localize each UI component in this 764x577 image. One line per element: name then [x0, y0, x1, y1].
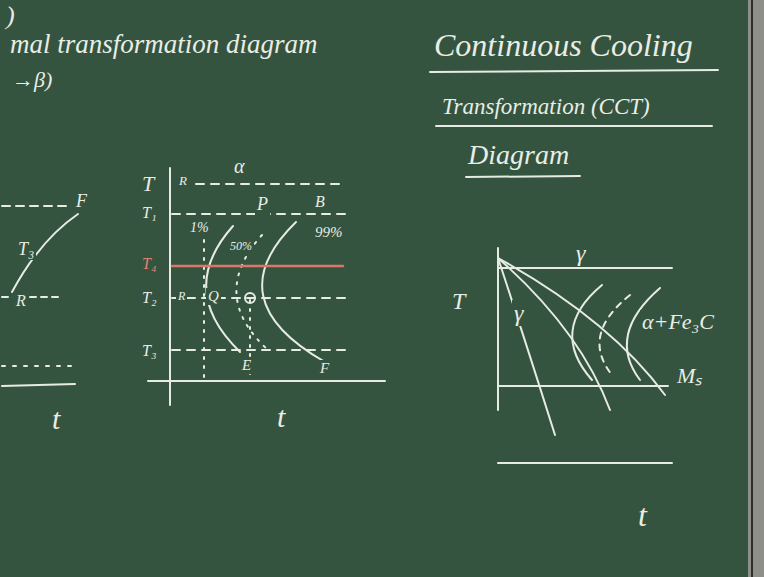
heading-fragment: mal transformation diagram [8, 30, 320, 60]
cut-text: ) [4, 2, 17, 31]
frame-edge [751, 0, 753, 577]
marked-point [245, 293, 255, 303]
time-axis [498, 462, 672, 464]
temperature-label: R [177, 174, 189, 188]
red-line [172, 265, 343, 268]
percent-label: 99% [313, 224, 345, 241]
dashed-line [2, 296, 12, 298]
temperature-label: T₄ [140, 255, 158, 273]
cct-title: Diagram [466, 140, 571, 171]
finish-curve [262, 222, 325, 362]
point-label: Q [206, 288, 221, 305]
time-axis [148, 380, 385, 382]
dashed-line [172, 297, 345, 299]
dashed-line [172, 349, 345, 351]
point-label: R [176, 290, 187, 303]
time-axis [2, 384, 75, 386]
axis-label: t [636, 498, 649, 533]
axis-label: T [140, 172, 156, 196]
phase-label: γ [574, 240, 587, 266]
point-label: B [313, 193, 327, 211]
point-label: P [255, 195, 270, 215]
temperature-label: T₁ [140, 204, 158, 222]
dashed-line [2, 205, 70, 207]
temperature-axis [169, 168, 171, 405]
dashed-line [2, 365, 75, 367]
dashed-curve [600, 295, 630, 375]
cooling-curve [498, 258, 610, 410]
temperature-label: T₃ [16, 240, 36, 260]
axis-label: t [275, 400, 287, 433]
eutectoid-line [498, 267, 672, 269]
ms-line [498, 385, 668, 387]
point-label: F [74, 192, 89, 212]
temperature-label: T₂ [140, 289, 158, 307]
start-curve [572, 285, 602, 380]
dotted-line [203, 240, 205, 380]
phase-label: α [232, 155, 247, 177]
percent-label: 1% [188, 220, 211, 235]
board-frame [748, 0, 764, 577]
percent-label: 50% [228, 240, 254, 253]
point-label: E [240, 357, 253, 374]
axis-label: T [450, 288, 467, 314]
cct-title: Continuous Cooling [432, 28, 695, 63]
temperature-label: T₃ [140, 342, 158, 360]
underline [436, 125, 712, 127]
heading-fragment: →β) [10, 68, 54, 92]
curve [12, 214, 78, 292]
underline [466, 176, 580, 177]
point-label: F [318, 360, 331, 377]
axis-label: t [50, 402, 62, 435]
phase-label: γ [512, 300, 525, 326]
dashed-line [196, 183, 345, 185]
phase-label: α+Fe₃C [640, 310, 716, 334]
underline [430, 70, 718, 72]
dashed-line [30, 296, 60, 298]
ms-label: Mₛ [675, 364, 704, 388]
point-label: R [14, 292, 28, 310]
cct-title: Transformation (CCT) [440, 94, 652, 119]
